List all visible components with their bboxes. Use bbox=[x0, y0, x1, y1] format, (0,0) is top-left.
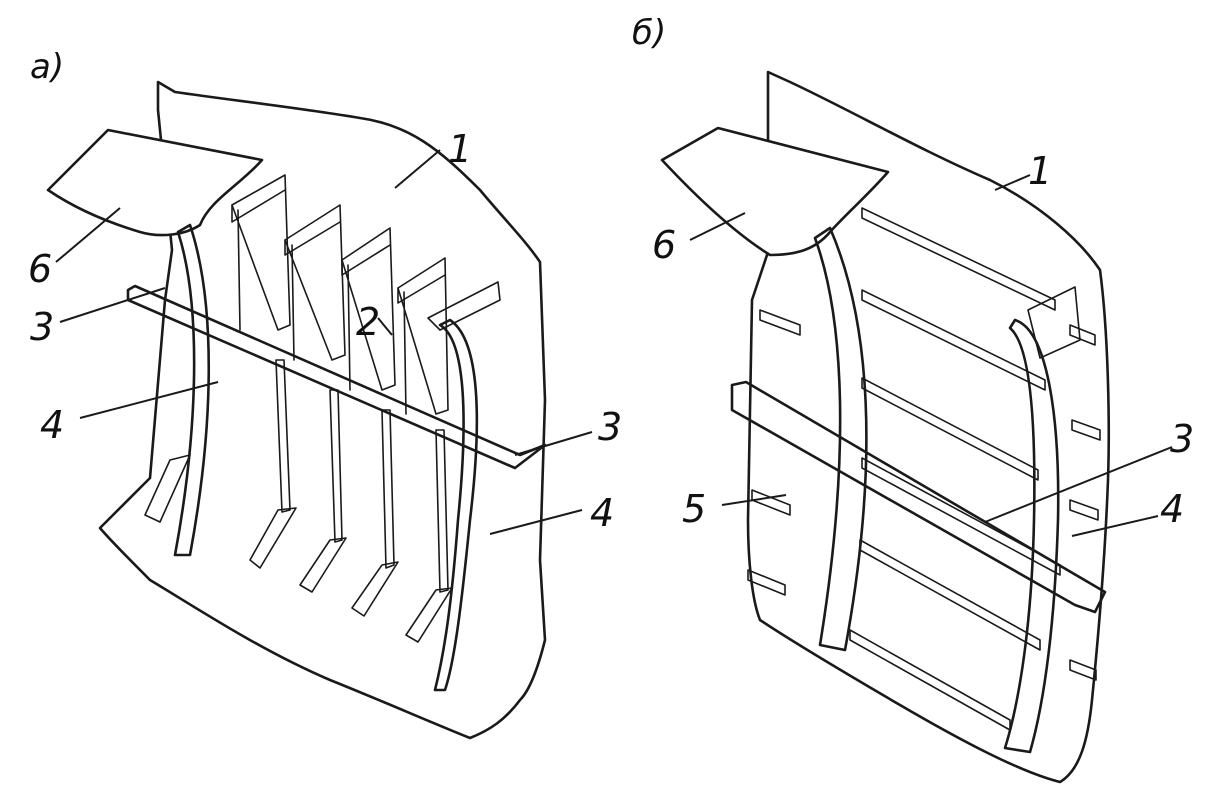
panel-a-web-frames bbox=[231, 174, 501, 415]
panel-a-shell-plating bbox=[98, 80, 547, 740]
panel-b-upper-bracket bbox=[1027, 286, 1081, 359]
panel-b-leader-5 bbox=[721, 494, 787, 506]
panel-a-callout-6: 6 bbox=[28, 247, 52, 291]
panel-a-callout-1: 1 bbox=[448, 127, 472, 171]
panel-a-leader-3b bbox=[514, 431, 593, 456]
panel-a-leader-4a bbox=[79, 381, 219, 419]
panel-a: а) bbox=[28, 47, 622, 740]
panel-a-callout-3a: 3 bbox=[30, 305, 54, 349]
panel-b-callout-4: 4 bbox=[1160, 487, 1184, 531]
panel-a-callout-2: 2 bbox=[356, 300, 380, 344]
panel-a-leader-2 bbox=[377, 317, 393, 336]
panel-b-longitudinals bbox=[747, 207, 1101, 731]
panel-a-deck-plate bbox=[46, 128, 264, 237]
panel-a-leader-1 bbox=[394, 149, 441, 189]
panel-b-callout-3: 3 bbox=[1170, 417, 1194, 461]
panel-a-caption: а) bbox=[30, 47, 64, 87]
panel-b-callout-1: 1 bbox=[1028, 149, 1052, 193]
panel-b-callout-6: 6 bbox=[652, 223, 676, 267]
panel-b-deck-plate bbox=[660, 126, 890, 257]
panel-b-stringer bbox=[730, 380, 1107, 614]
panel-a-side-frame-left bbox=[173, 223, 210, 557]
panel-a-lower-frames bbox=[144, 359, 453, 643]
panel-b-callout-5: 5 bbox=[682, 487, 706, 531]
panel-a-callout-4a: 4 bbox=[40, 403, 64, 447]
panel-b-leader-3 bbox=[984, 446, 1173, 523]
panel-a-leader-3a bbox=[59, 287, 166, 323]
panel-b-leader-4 bbox=[1071, 515, 1159, 537]
panel-b-caption: б) bbox=[632, 13, 666, 53]
panel-b-leader-6 bbox=[689, 212, 746, 241]
panel-a-leader-4b bbox=[489, 509, 583, 535]
panel-b: б) bbox=[632, 13, 1194, 784]
panel-a-callout-4b: 4 bbox=[590, 491, 614, 535]
panel-a-callout-3b: 3 bbox=[598, 405, 622, 449]
panel-b-side-frame-left bbox=[813, 226, 868, 652]
panel-b-leader-1 bbox=[994, 174, 1031, 191]
panel-a-leader-6 bbox=[55, 207, 121, 263]
panel-a-side-frame-right bbox=[433, 318, 479, 692]
panel-b-side-frame-right bbox=[1003, 318, 1060, 754]
